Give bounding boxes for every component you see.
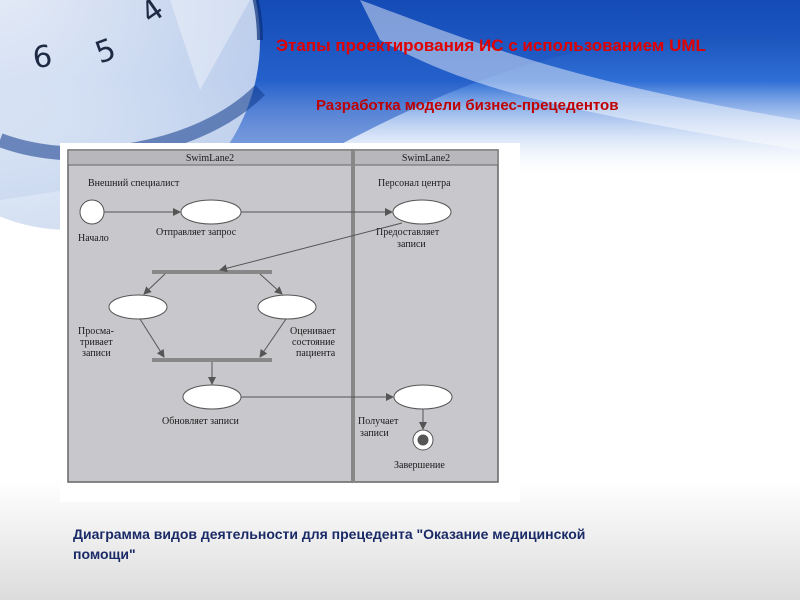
join-bar <box>152 358 272 362</box>
receive-records-activity <box>393 384 453 410</box>
diagram-caption: Диаграмма видов деятельности для прецеде… <box>73 526 586 562</box>
edge-assess-join <box>259 318 287 358</box>
view-records-label-3: записи <box>82 348 111 359</box>
assess-label-1: Оценивает <box>290 326 336 337</box>
start-node <box>79 199 105 225</box>
provide-records-label-1: Предоставляет <box>376 227 440 238</box>
assess-label-3: пациента <box>296 348 336 359</box>
update-records-activity <box>182 384 242 410</box>
receive-records-label-1: Получает <box>358 416 399 427</box>
lane-1-role: Внешний специалист <box>88 178 180 189</box>
end-node-inner <box>417 434 429 446</box>
assess-label-2: состояние <box>292 337 335 348</box>
lane-2-title: SwimLane2 <box>402 153 450 164</box>
start-label: Начало <box>78 233 109 244</box>
edge-fork-assess <box>259 273 283 295</box>
provide-records-activity <box>392 199 452 225</box>
update-records-label: Обновляет записи <box>162 416 240 427</box>
assess-activity <box>257 294 317 320</box>
end-label: Завершение <box>394 460 445 471</box>
activity-diagram: SwimLane2 SwimLane2 Внешний специалист П… <box>60 143 520 502</box>
edge-view-join <box>139 318 165 358</box>
view-records-label-1: Просма- <box>78 326 114 337</box>
view-records-activity <box>108 294 168 320</box>
send-request-activity <box>180 199 242 225</box>
edge-provide-fork <box>219 222 403 273</box>
slide-title: Этапы проектирования ИС с использованием… <box>276 36 706 55</box>
slide-subtitle: Разработка модели бизнес-прецедентов <box>316 97 619 114</box>
provide-records-label-2: записи <box>397 239 426 250</box>
fork-bar <box>152 270 272 274</box>
view-records-label-2: тривает <box>80 337 113 348</box>
lane-1-title: SwimLane2 <box>186 153 234 164</box>
receive-records-label-2: записи <box>360 428 389 439</box>
send-request-label: Отправляет запрос <box>156 227 237 238</box>
lane-2-role: Персонал центра <box>378 178 451 189</box>
edge-fork-view <box>143 273 166 295</box>
